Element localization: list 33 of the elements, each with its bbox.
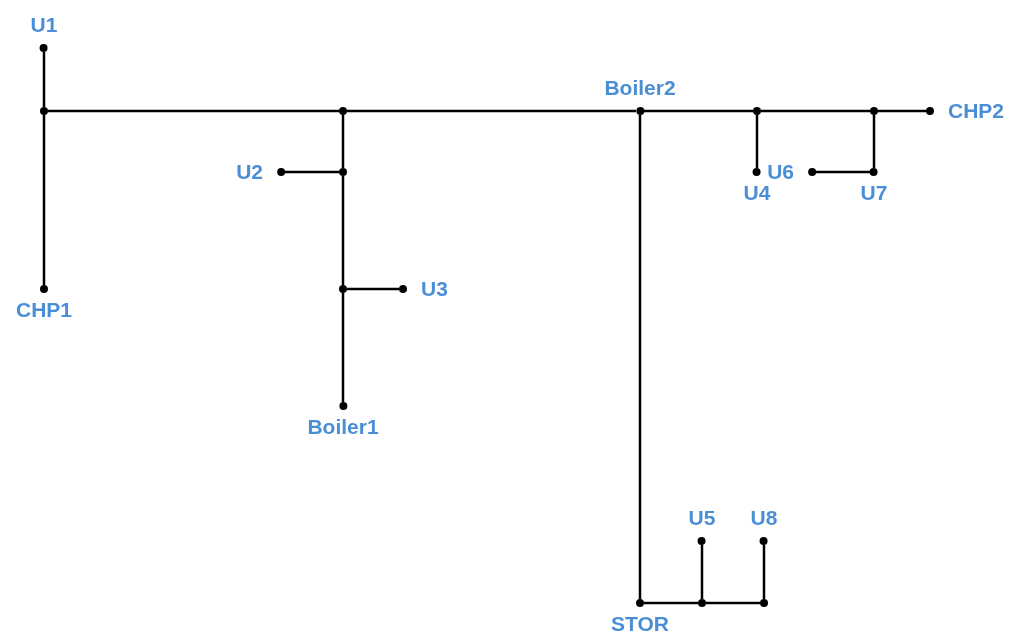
node-label: U4	[743, 182, 771, 204]
connector-line	[341, 115, 345, 168]
connector-line	[347, 287, 399, 291]
connector-line	[872, 115, 876, 168]
connector-line	[816, 170, 870, 174]
connector-line	[644, 109, 753, 113]
connector-line	[878, 109, 926, 113]
node-label: CHP1	[16, 299, 72, 321]
connector-line	[761, 109, 870, 113]
connector-line	[285, 170, 339, 174]
node-label: U2	[236, 161, 263, 183]
connector-line	[341, 293, 345, 402]
node-label: U5	[688, 507, 716, 529]
node-label: U7	[860, 182, 888, 204]
node-label: Boiler2	[604, 77, 676, 99]
connector-line	[755, 115, 759, 168]
node-label: CHP2	[948, 100, 1005, 122]
connector-line	[48, 109, 339, 113]
node-label: U1	[30, 14, 58, 36]
connector-line	[762, 545, 766, 599]
connector-line	[341, 176, 345, 285]
node-label: U3	[421, 278, 448, 300]
node-label: U8	[750, 507, 778, 529]
connector-line	[347, 109, 636, 113]
connector-line	[638, 115, 642, 599]
node-label: STOR	[611, 613, 669, 635]
connector-line	[644, 601, 698, 605]
node-label: U6	[767, 161, 794, 183]
connector-line	[700, 545, 704, 599]
connector-line	[706, 601, 760, 605]
node-label: Boiler1	[307, 416, 379, 438]
connector-line	[42, 52, 46, 107]
connector-line	[42, 115, 46, 285]
